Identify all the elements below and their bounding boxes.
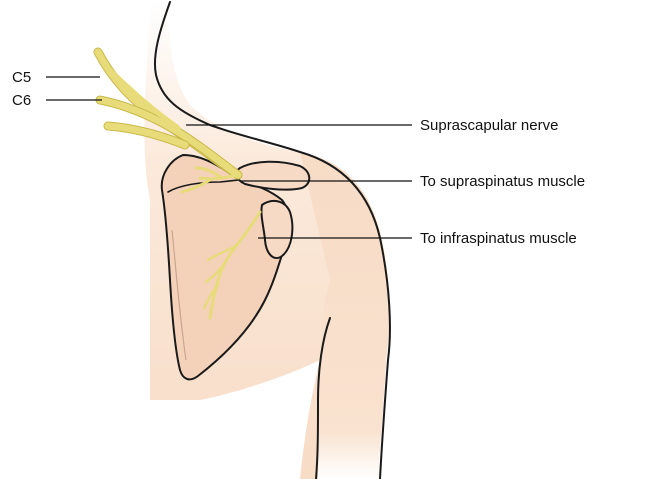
infraspinatus-label: To infraspinatus muscle — [420, 230, 577, 247]
acromion — [237, 162, 310, 190]
c6-label: C6 — [12, 92, 31, 109]
glenoid — [261, 201, 292, 258]
supraspinatus-label: To supraspinatus muscle — [420, 173, 585, 190]
suprascapular-nerve-label: Suprascapular nerve — [420, 117, 558, 134]
c5-label: C5 — [12, 69, 31, 86]
